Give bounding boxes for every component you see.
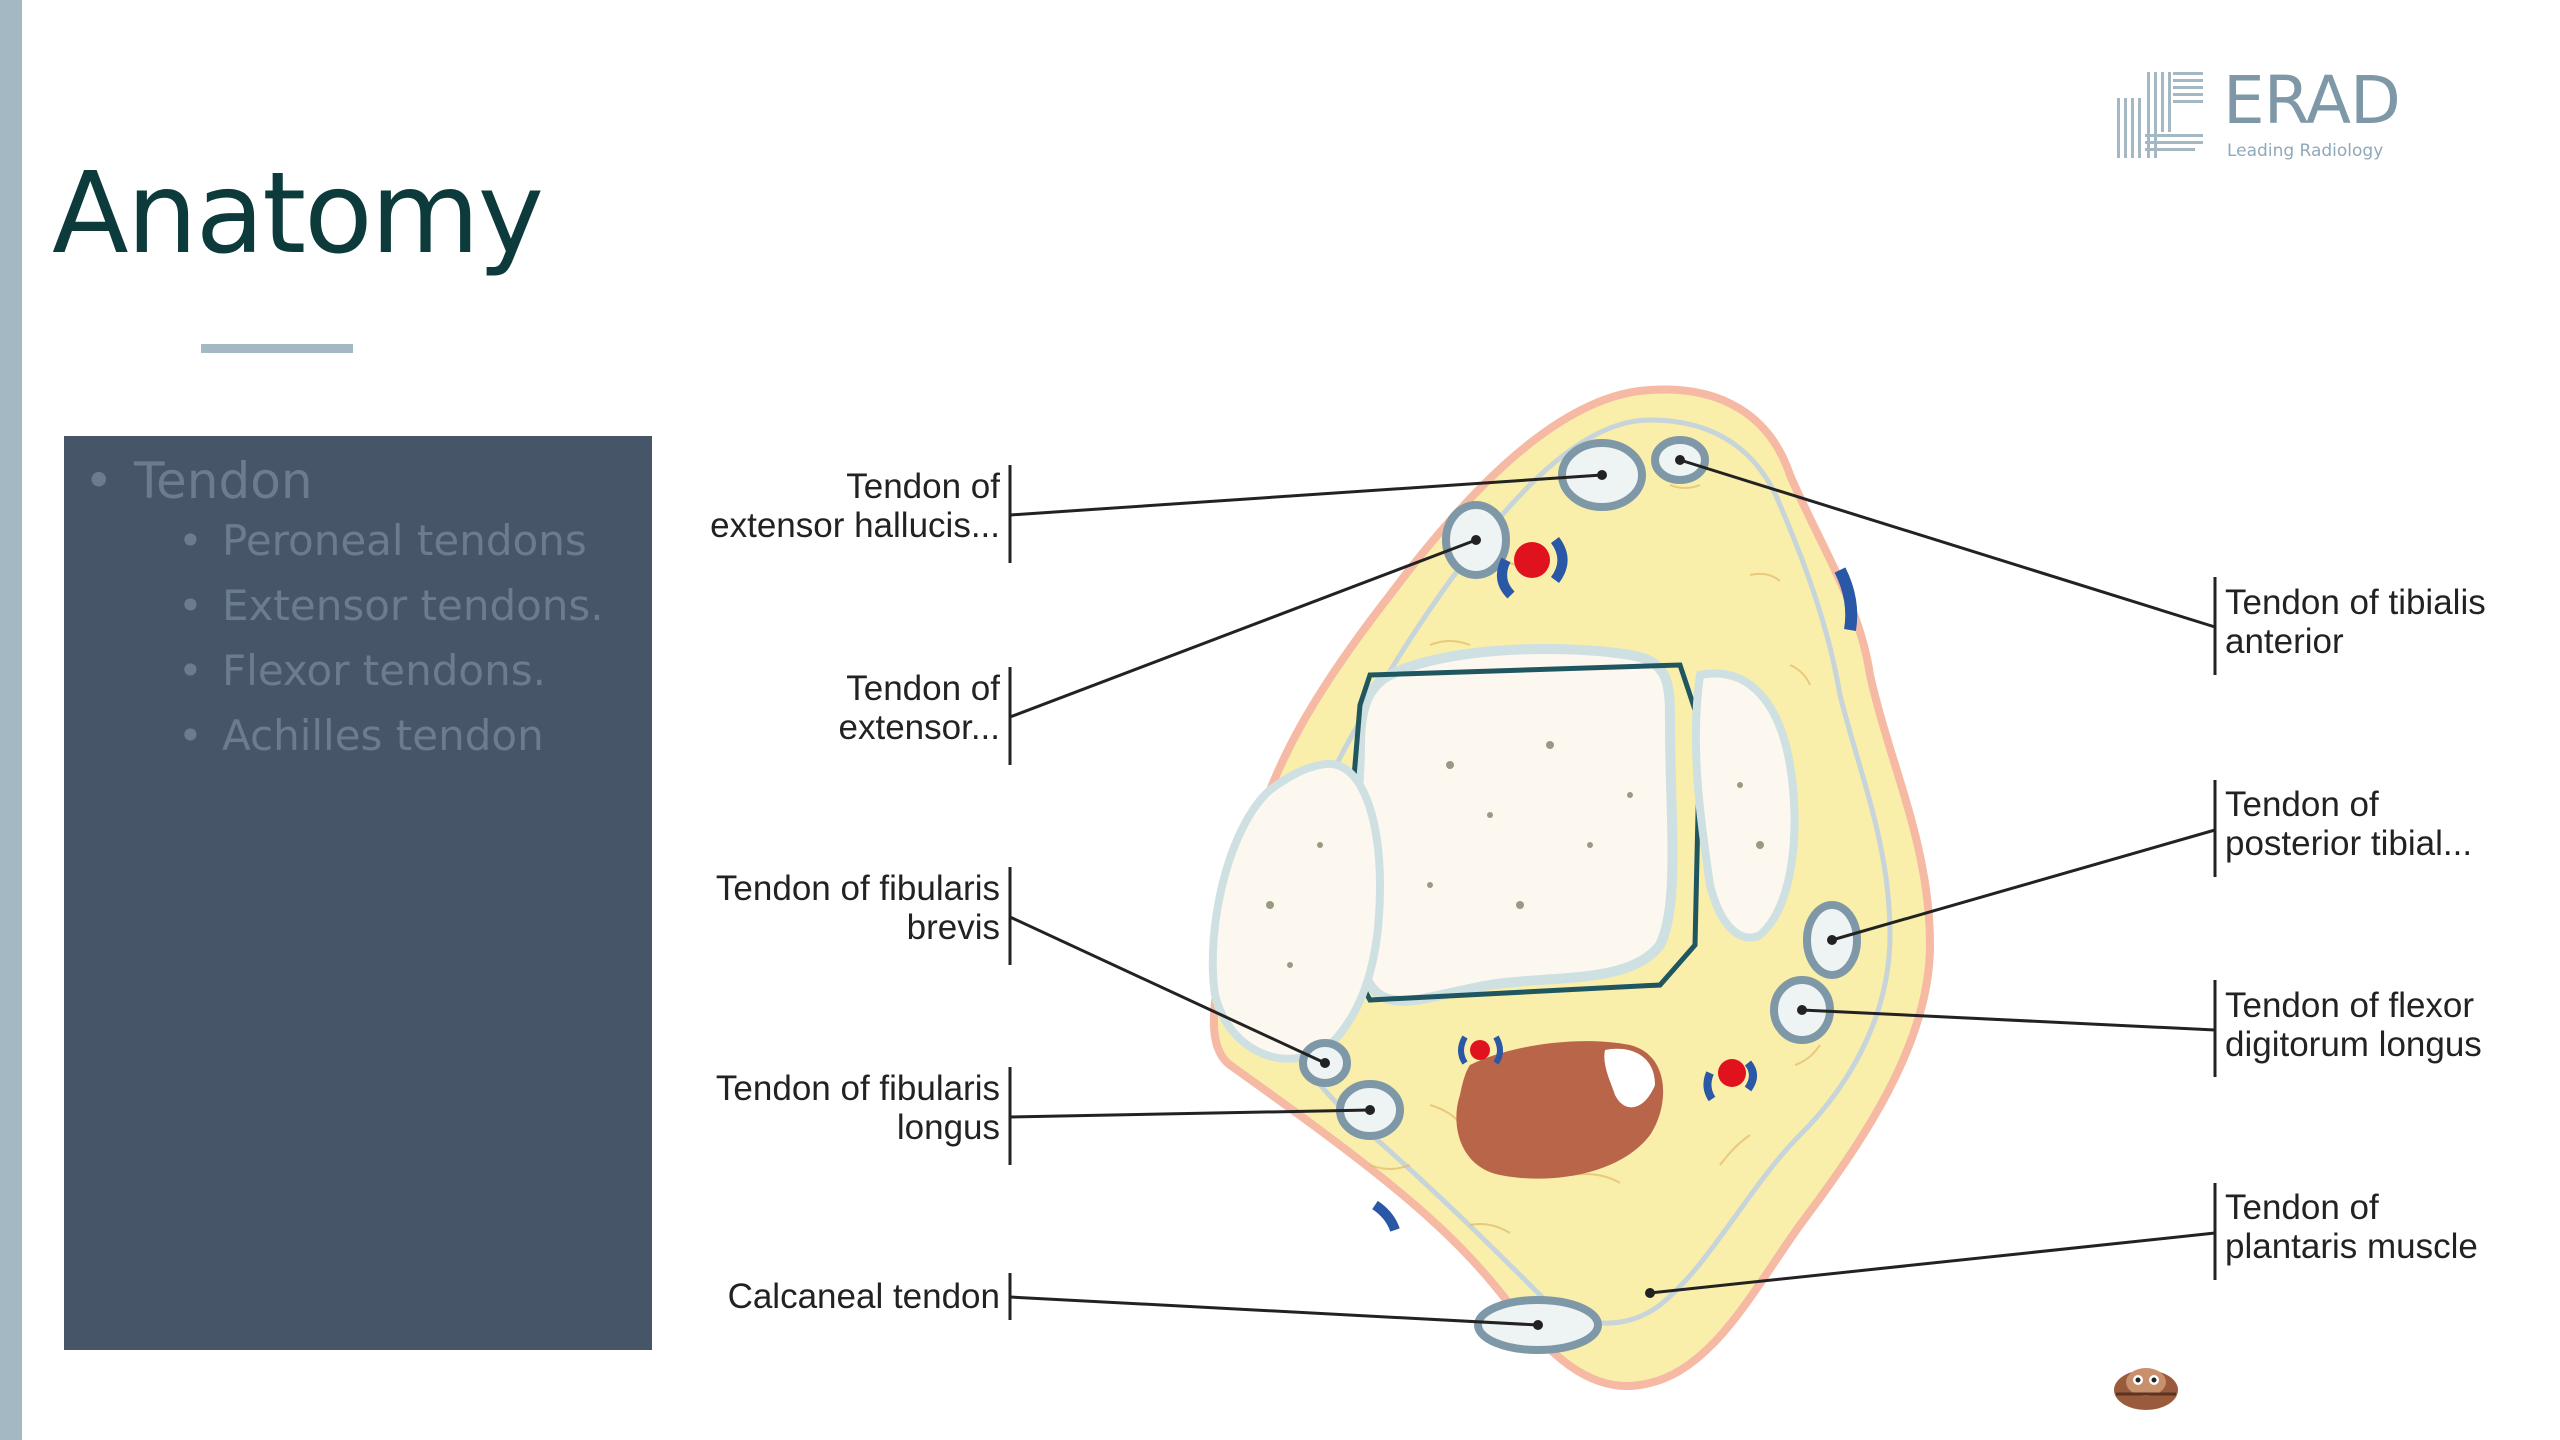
sub-bullet-text: Flexor tendons. (222, 646, 546, 695)
ankle-illustration (1008, 385, 2217, 1391)
logo-wordmark: ERAD (2223, 62, 2401, 139)
bullet-dot-icon: • (178, 516, 203, 565)
bullet-dot-icon: • (84, 452, 114, 510)
bullet-panel: • Tendon • Peroneal tendons • Extensor ten… (64, 436, 652, 1350)
talus-bone (1348, 644, 1678, 1006)
bullet-text: Tendon (134, 452, 313, 510)
bullet-dot-icon: • (178, 581, 203, 630)
stripes-logo-icon (2117, 72, 2203, 158)
lateral-malleolus (1208, 759, 1385, 1063)
mascot-icon (2114, 1368, 2178, 1410)
sub-bullet-item: • Peroneal tendons (178, 508, 604, 573)
sub-bullet-text: Extensor tendons. (222, 581, 604, 630)
erad-logo: ERAD Leading Radiology (2115, 68, 2401, 168)
slide-title: Anatomy (52, 149, 544, 279)
logo-tagline: Leading Radiology (2227, 141, 2384, 161)
blood-vessels (1372, 537, 1858, 1232)
bullet-dot-icon: • (178, 711, 203, 760)
sub-bullet-list: • Peroneal tendons • Extensor tendons. • Fl… (178, 508, 604, 768)
label-leader-lines (1008, 458, 2217, 1327)
bullet-dot-icon: • (178, 646, 203, 695)
label-calcaneal-tendon: Calcaneal tendon (727, 1277, 1000, 1316)
sub-bullet-item: • Achilles tendon (178, 703, 604, 768)
title-underline (201, 344, 353, 353)
medial-malleolus (1691, 669, 1799, 942)
sub-bullet-item: • Extensor tendons. (178, 573, 604, 638)
accent-side-bar (0, 0, 22, 1440)
bullet-list: • Tendon (84, 446, 313, 516)
bullet-item-tendon: • Tendon (84, 446, 313, 516)
sub-bullet-text: Peroneal tendons (222, 516, 587, 565)
sub-bullet-item: • Flexor tendons. (178, 638, 604, 703)
sub-bullet-text: Achilles tendon (222, 711, 544, 760)
